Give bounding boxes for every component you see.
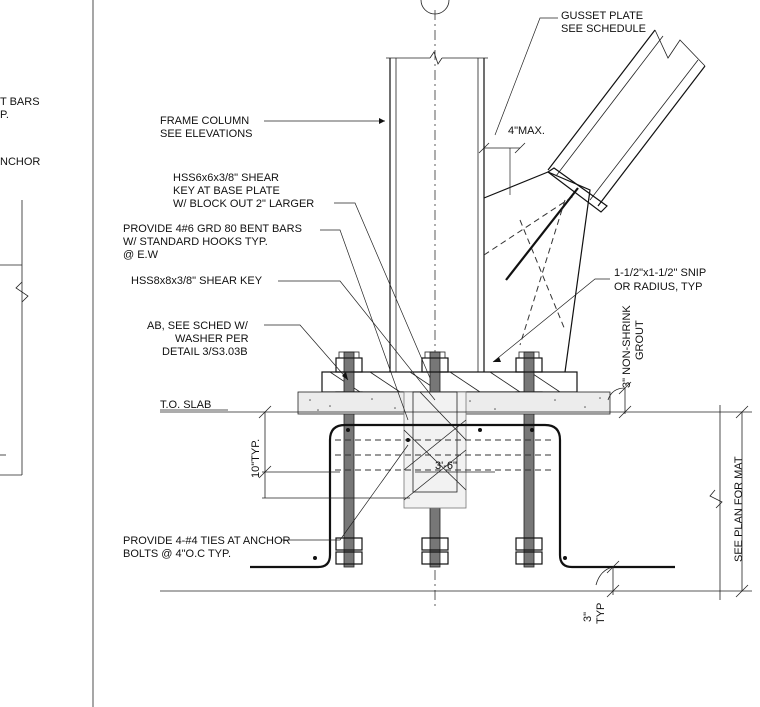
dim-see-plan [709,405,752,598]
anchor-bolt-left [335,351,363,568]
label-hss6-2: KEY AT BASE PLATE [173,185,280,197]
label-bent-bars-1: PROVIDE 4#6 GRD 80 BENT BARS [123,223,302,235]
slab-lines [160,405,721,600]
label-bent-bars-3: @ E.W [123,249,159,261]
label-grout-2: GROUT [634,320,646,360]
label-bent-bars-2: W/ STANDARD HOOKS TYP. [123,236,268,248]
label-hss6-1: HSS6x6x3/8" SHEAR [173,172,279,184]
bent-bars [250,423,675,569]
left-label-bars: T BARS [0,96,40,108]
label-3-6: 3'-6" [435,460,457,472]
label-hss6-3: W/ BLOCK OUT 2" LARGER [173,198,314,210]
left-label-typ: P. [0,109,9,121]
dim-3-typ [595,560,620,598]
label-see-plan-for-mat: SEE PLAN FOR MAT [733,456,745,562]
gusset-plate [483,171,591,373]
label-snip-2: OR RADIUS, TYP [614,281,702,293]
label-to-slab: T.O. SLAB [160,399,211,411]
label-ties-1: PROVIDE 4-#4 TIES AT ANCHOR [123,535,291,547]
label-ab-2: WASHER PER [175,333,249,345]
dim-10-typ [258,405,410,499]
leaders [160,17,610,541]
label-4-max: 4"MAX. [508,125,545,137]
label-ab-3: DETAIL 3/S3.03B [162,346,248,358]
label-10-typ: 10"TYP. [250,439,262,478]
label-grout-1: 3" NON-SHRINK [621,305,633,388]
annotations: GUSSET PLATE SEE SCHEDULE FRAME COLUMN S… [123,10,745,624]
diagonal-brace [505,29,706,346]
label-typ: TYP [595,603,607,624]
dim-4-max [478,142,526,195]
label-3-in: 3" [582,612,594,622]
label-gusset-plate: GUSSET PLATE [561,10,643,22]
label-see-schedule: SEE SCHEDULE [561,23,646,35]
anchor-bolt-right [515,351,543,568]
shear-key-blockout [403,391,467,509]
label-snip-1: 1-1/2"x1-1/2" SNIP [614,267,706,279]
frame-column [386,51,488,372]
dim-grout [607,381,632,419]
label-ties-2: BOLTS @ 4"O.C TYP. [123,548,231,560]
label-see-elevations: SEE ELEVATIONS [160,128,253,140]
left-partial-detail: T BARS P. NCHOR [0,96,40,476]
base-plate [321,371,578,393]
label-hss8: HSS8x8x3/8" SHEAR KEY [131,275,263,287]
left-label-anchor: NCHOR [0,156,40,168]
label-ab-1: AB, SEE SCHED W/ [147,320,249,332]
label-frame-column: FRAME COLUMN [160,115,249,127]
